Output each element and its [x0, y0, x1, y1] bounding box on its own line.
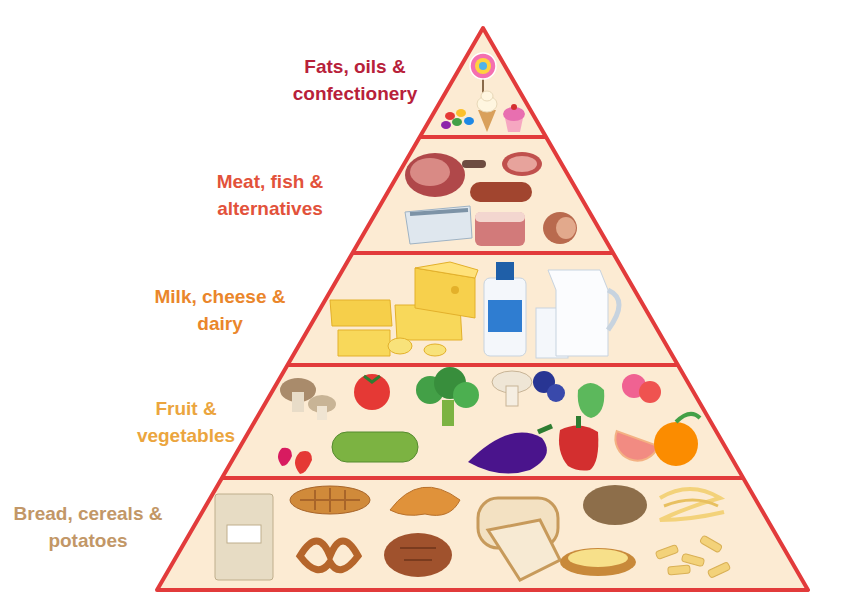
- band-label: Fruit & vegetables: [130, 393, 242, 451]
- fruit-vegetable-icons: [278, 367, 700, 474]
- bread-cereal-potato-icons: [215, 485, 731, 580]
- pyramid-band: Fruit & vegetables: [130, 393, 242, 451]
- band-label: Fats, oils & confectionery: [285, 51, 425, 109]
- band-label: Milk, cheese & dairy: [135, 281, 305, 339]
- band-label: Meat, fish & alternatives: [200, 166, 340, 224]
- meat-fish-icons: [405, 152, 577, 246]
- pyramid-band: Fats, oils & confectionery: [285, 51, 425, 109]
- pyramid-band: Bread, cereals & potatoes: [8, 498, 168, 556]
- pyramid-band: Milk, cheese & dairy: [135, 281, 305, 339]
- sweets-icons: [441, 53, 525, 132]
- dairy-icons: [330, 262, 619, 358]
- pyramid-outline: [157, 28, 808, 590]
- band-label: Bread, cereals & potatoes: [8, 498, 168, 556]
- pyramid-band: Meat, fish & alternatives: [200, 166, 340, 224]
